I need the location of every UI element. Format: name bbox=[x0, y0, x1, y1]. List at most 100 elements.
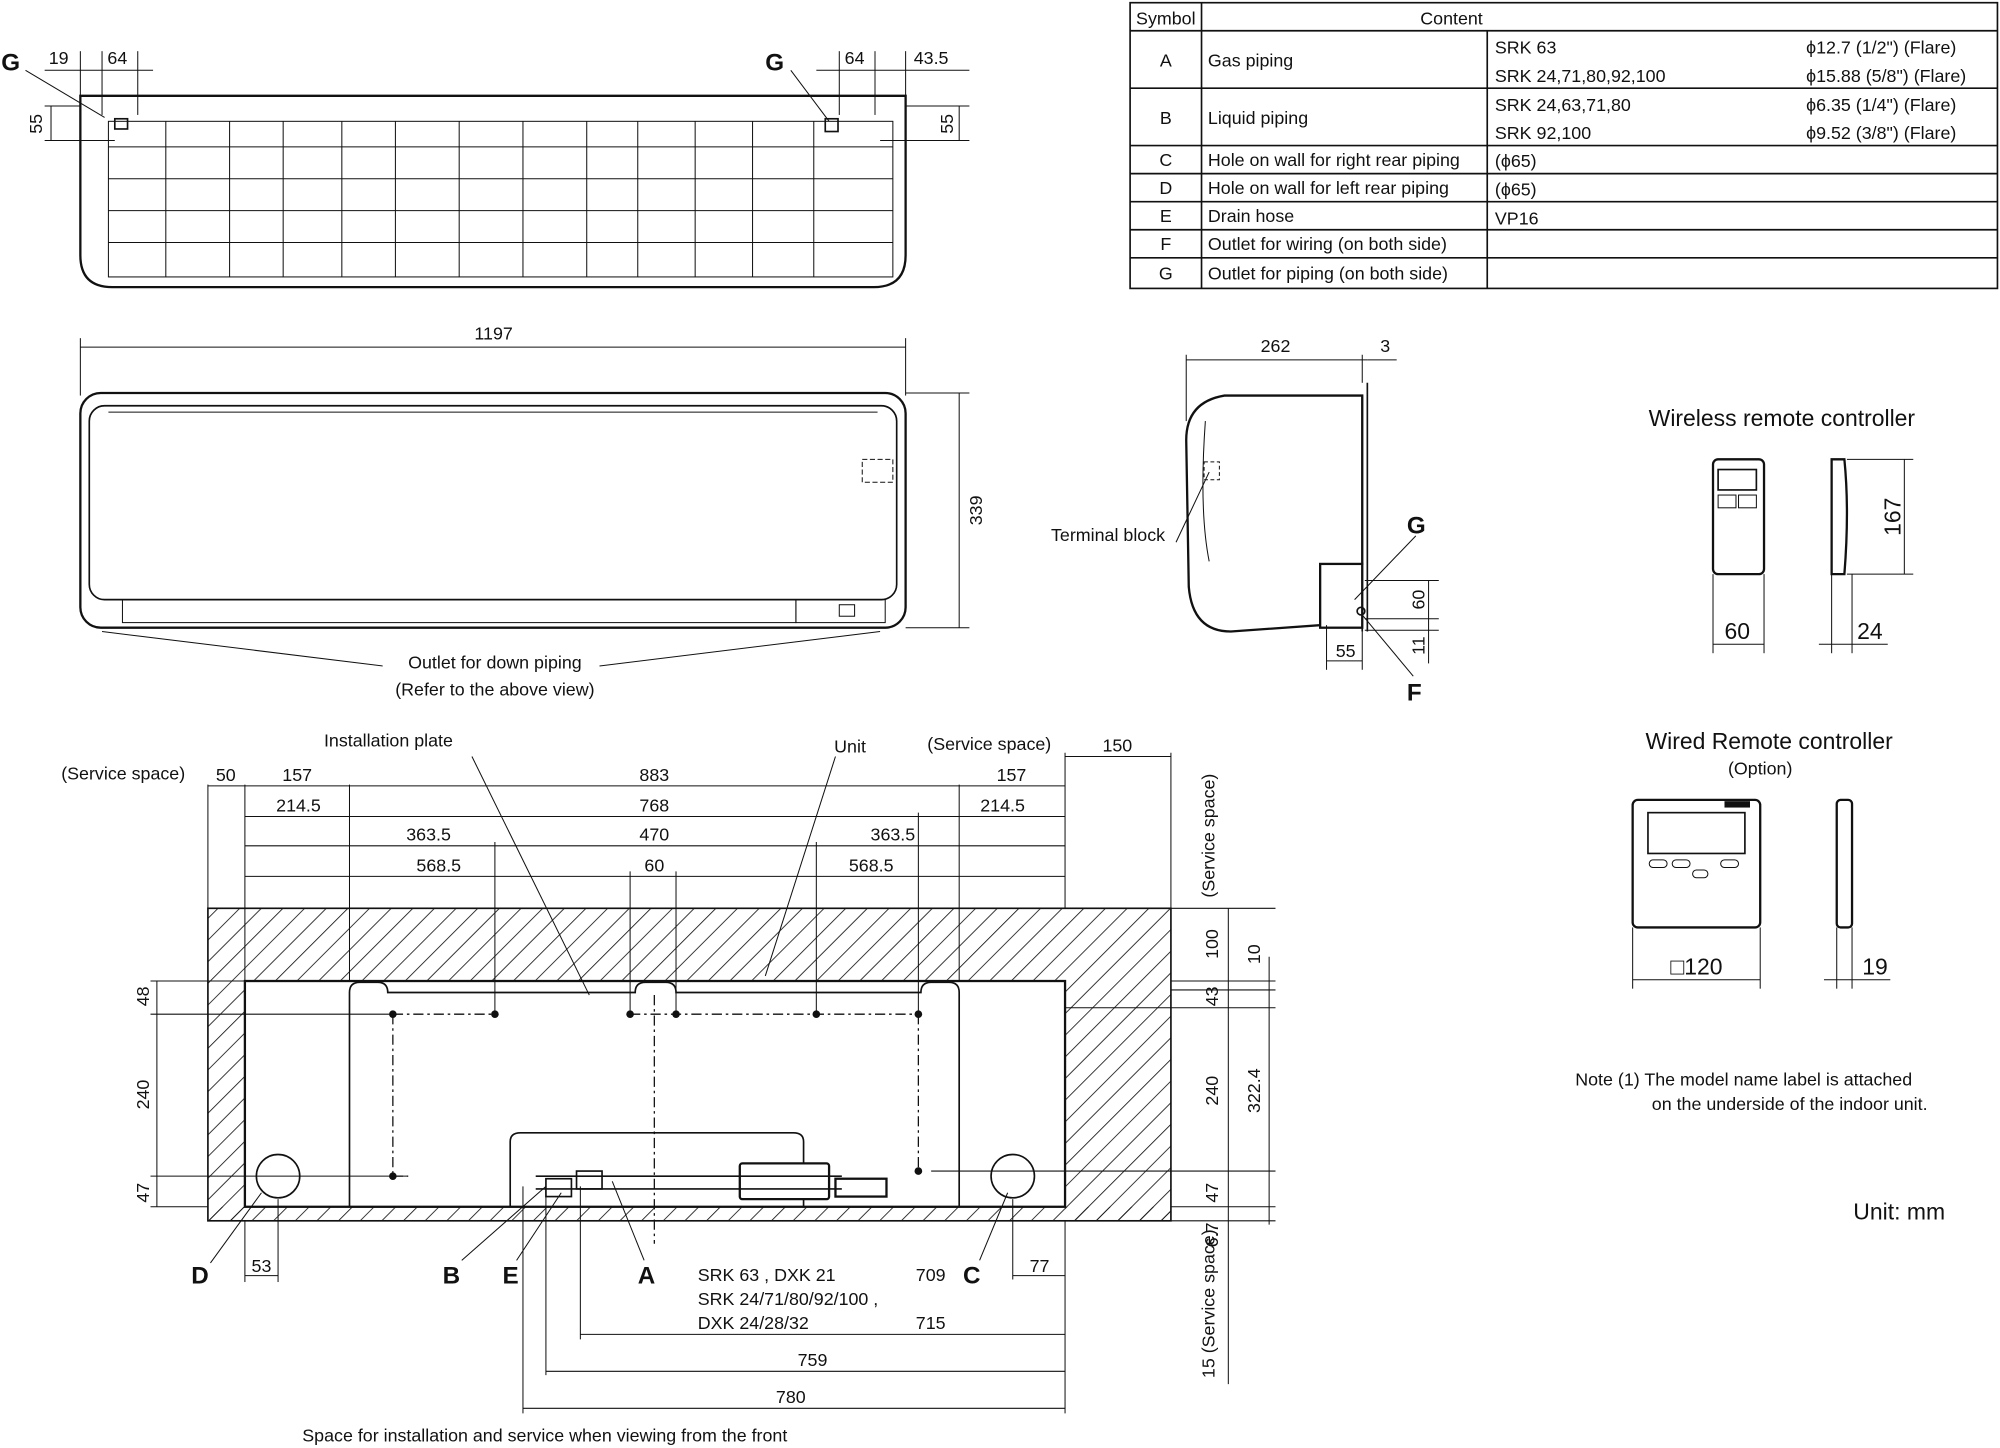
model-value-715: 715 bbox=[916, 1313, 946, 1333]
content-c: Hole on wall for right rear piping bbox=[1208, 150, 1460, 170]
dim-214-5-right: 214.5 bbox=[980, 795, 1025, 815]
dim-1197: 1197 bbox=[474, 323, 512, 343]
wireless-remote-title: Wireless remote controller bbox=[1649, 405, 1916, 431]
top-view: G G 19 64 64 43.5 55 55 bbox=[1, 48, 970, 289]
dim-10: 10 bbox=[1244, 944, 1264, 964]
label-g-side: G bbox=[1407, 512, 1426, 539]
content-d: Hole on wall for left rear piping bbox=[1208, 178, 1449, 198]
dim-47-left: 47 bbox=[133, 1183, 153, 1203]
symbol-f: F bbox=[1160, 234, 1171, 254]
label-f-side: F bbox=[1407, 679, 1422, 706]
dim-53: 53 bbox=[252, 1256, 272, 1276]
label-e: E bbox=[503, 1262, 519, 1289]
model-value-709: 709 bbox=[916, 1265, 946, 1285]
model-line-1: SRK 63 , DXK 21 bbox=[698, 1265, 836, 1285]
wired-remote: Wired Remote controller (Option) □120 19 bbox=[1631, 728, 1893, 989]
dim-6-7: 6.7 bbox=[1202, 1222, 1222, 1247]
detail-b1-size: ϕ6.35 (1/4") (Flare) bbox=[1806, 95, 1956, 115]
symbol-e: E bbox=[1160, 206, 1172, 226]
header-symbol: Symbol bbox=[1136, 8, 1196, 28]
dim-48: 48 bbox=[133, 986, 153, 1006]
dim-50: 50 bbox=[216, 765, 236, 785]
dim-43: 43 bbox=[1202, 986, 1222, 1006]
symbol-a: A bbox=[1160, 50, 1172, 70]
side-view: 262 3 60 11 55 Terminal block G F bbox=[1051, 336, 1439, 706]
content-g: Outlet for piping (on both side) bbox=[1208, 263, 1448, 283]
wired-remote-title: Wired Remote controller bbox=[1645, 728, 1893, 754]
dim-60: 60 bbox=[1409, 590, 1429, 610]
symbol-d: D bbox=[1159, 178, 1172, 198]
dim-214-5-left: 214.5 bbox=[276, 795, 321, 815]
detail-b2-model: SRK 92,100 bbox=[1495, 123, 1591, 143]
note-line-2: on the underside of the indoor unit. bbox=[1652, 1094, 1928, 1114]
model-line-2: SRK 24/71/80/92/100 , bbox=[698, 1289, 879, 1309]
unit-leader-label: Unit bbox=[834, 737, 866, 757]
dim-759: 759 bbox=[798, 1350, 828, 1370]
detail-a2-size: ϕ15.88 (5/8") (Flare) bbox=[1806, 66, 1966, 86]
outlet-label: Outlet for down piping bbox=[408, 653, 582, 673]
dim-47-right: 47 bbox=[1202, 1183, 1222, 1203]
dim-780: 780 bbox=[776, 1387, 806, 1407]
dim-100: 100 bbox=[1202, 929, 1222, 959]
dim-24-remote: 24 bbox=[1857, 618, 1883, 644]
detail-b1-model: SRK 24,63,71,80 bbox=[1495, 95, 1631, 115]
service-space-top-vertical: (Service space) bbox=[1198, 774, 1218, 898]
content-b: Liquid piping bbox=[1208, 108, 1308, 128]
content-a: Gas piping bbox=[1208, 50, 1293, 70]
wired-remote-subtitle: (Option) bbox=[1728, 758, 1792, 778]
dim-883: 883 bbox=[639, 765, 669, 785]
detail-a1-size: ϕ12.7 (1/2") (Flare) bbox=[1806, 38, 1956, 58]
symbol-c: C bbox=[1159, 150, 1172, 170]
dim-363-5-right: 363.5 bbox=[871, 825, 916, 845]
unit-label: Unit: mm bbox=[1853, 1199, 1945, 1225]
dim-19: 19 bbox=[49, 48, 69, 68]
header-content: Content bbox=[1420, 8, 1483, 28]
label-g-right: G bbox=[765, 49, 784, 76]
dim-60-plan: 60 bbox=[644, 855, 664, 875]
symbol-g: G bbox=[1159, 263, 1173, 283]
plan-caption: Space for installation and service when … bbox=[302, 1425, 787, 1445]
dim-55-right: 55 bbox=[937, 114, 957, 134]
label-g-left: G bbox=[1, 49, 20, 76]
detail-d: (ϕ65) bbox=[1495, 179, 1537, 199]
dim-157-right: 157 bbox=[997, 765, 1027, 785]
label-b: B bbox=[443, 1262, 461, 1289]
dim-64-right: 64 bbox=[845, 48, 865, 68]
label-c: C bbox=[963, 1262, 981, 1289]
installation-plan: (Service space) Installation plate Unit … bbox=[61, 730, 1276, 1445]
label-a: A bbox=[638, 1262, 656, 1289]
dim-363-5-left: 363.5 bbox=[406, 825, 451, 845]
detail-e: VP16 bbox=[1495, 209, 1539, 229]
outlet-note: (Refer to the above view) bbox=[395, 679, 594, 699]
note-line-1: Note (1) The model name label is attache… bbox=[1575, 1070, 1912, 1090]
dim-240-left: 240 bbox=[133, 1080, 153, 1110]
dim-768: 768 bbox=[639, 795, 669, 815]
dim-150: 150 bbox=[1102, 735, 1132, 755]
front-view: 1197 339 Outlet for down piping (Refer t… bbox=[79, 323, 986, 699]
dim-120: □120 bbox=[1670, 954, 1722, 980]
service-space-left: (Service space) bbox=[61, 763, 185, 783]
dim-77: 77 bbox=[1030, 1256, 1050, 1276]
content-e: Drain hose bbox=[1208, 206, 1294, 226]
terminal-block-label: Terminal block bbox=[1051, 525, 1165, 545]
detail-a1-model: SRK 63 bbox=[1495, 38, 1557, 58]
dim-240-right: 240 bbox=[1202, 1076, 1222, 1106]
service-space-right: (Service space) bbox=[927, 734, 1051, 754]
dim-55: 55 bbox=[1336, 641, 1356, 661]
dim-167: 167 bbox=[1880, 498, 1906, 536]
model-line-3: DXK 24/28/32 bbox=[698, 1313, 809, 1333]
content-f: Outlet for wiring (on both side) bbox=[1208, 234, 1447, 254]
dim-64-left: 64 bbox=[107, 48, 127, 68]
detail-a2-model: SRK 24,71,80,92,100 bbox=[1495, 66, 1666, 86]
dim-3: 3 bbox=[1380, 336, 1390, 356]
dim-262: 262 bbox=[1261, 336, 1291, 356]
dim-60-remote: 60 bbox=[1724, 618, 1750, 644]
wireless-remote: Wireless remote controller 167 60 24 bbox=[1649, 405, 1916, 654]
dim-470: 470 bbox=[639, 825, 669, 845]
symbol-b: B bbox=[1160, 108, 1172, 128]
service-space-bottom-vertical: 15 (Service space) bbox=[1198, 1229, 1218, 1378]
symbol-table: Symbol Content A Gas piping SRK 63 ϕ12.7… bbox=[1129, 1, 1999, 290]
dim-157-left: 157 bbox=[282, 765, 312, 785]
installation-plate-label: Installation plate bbox=[324, 730, 453, 750]
